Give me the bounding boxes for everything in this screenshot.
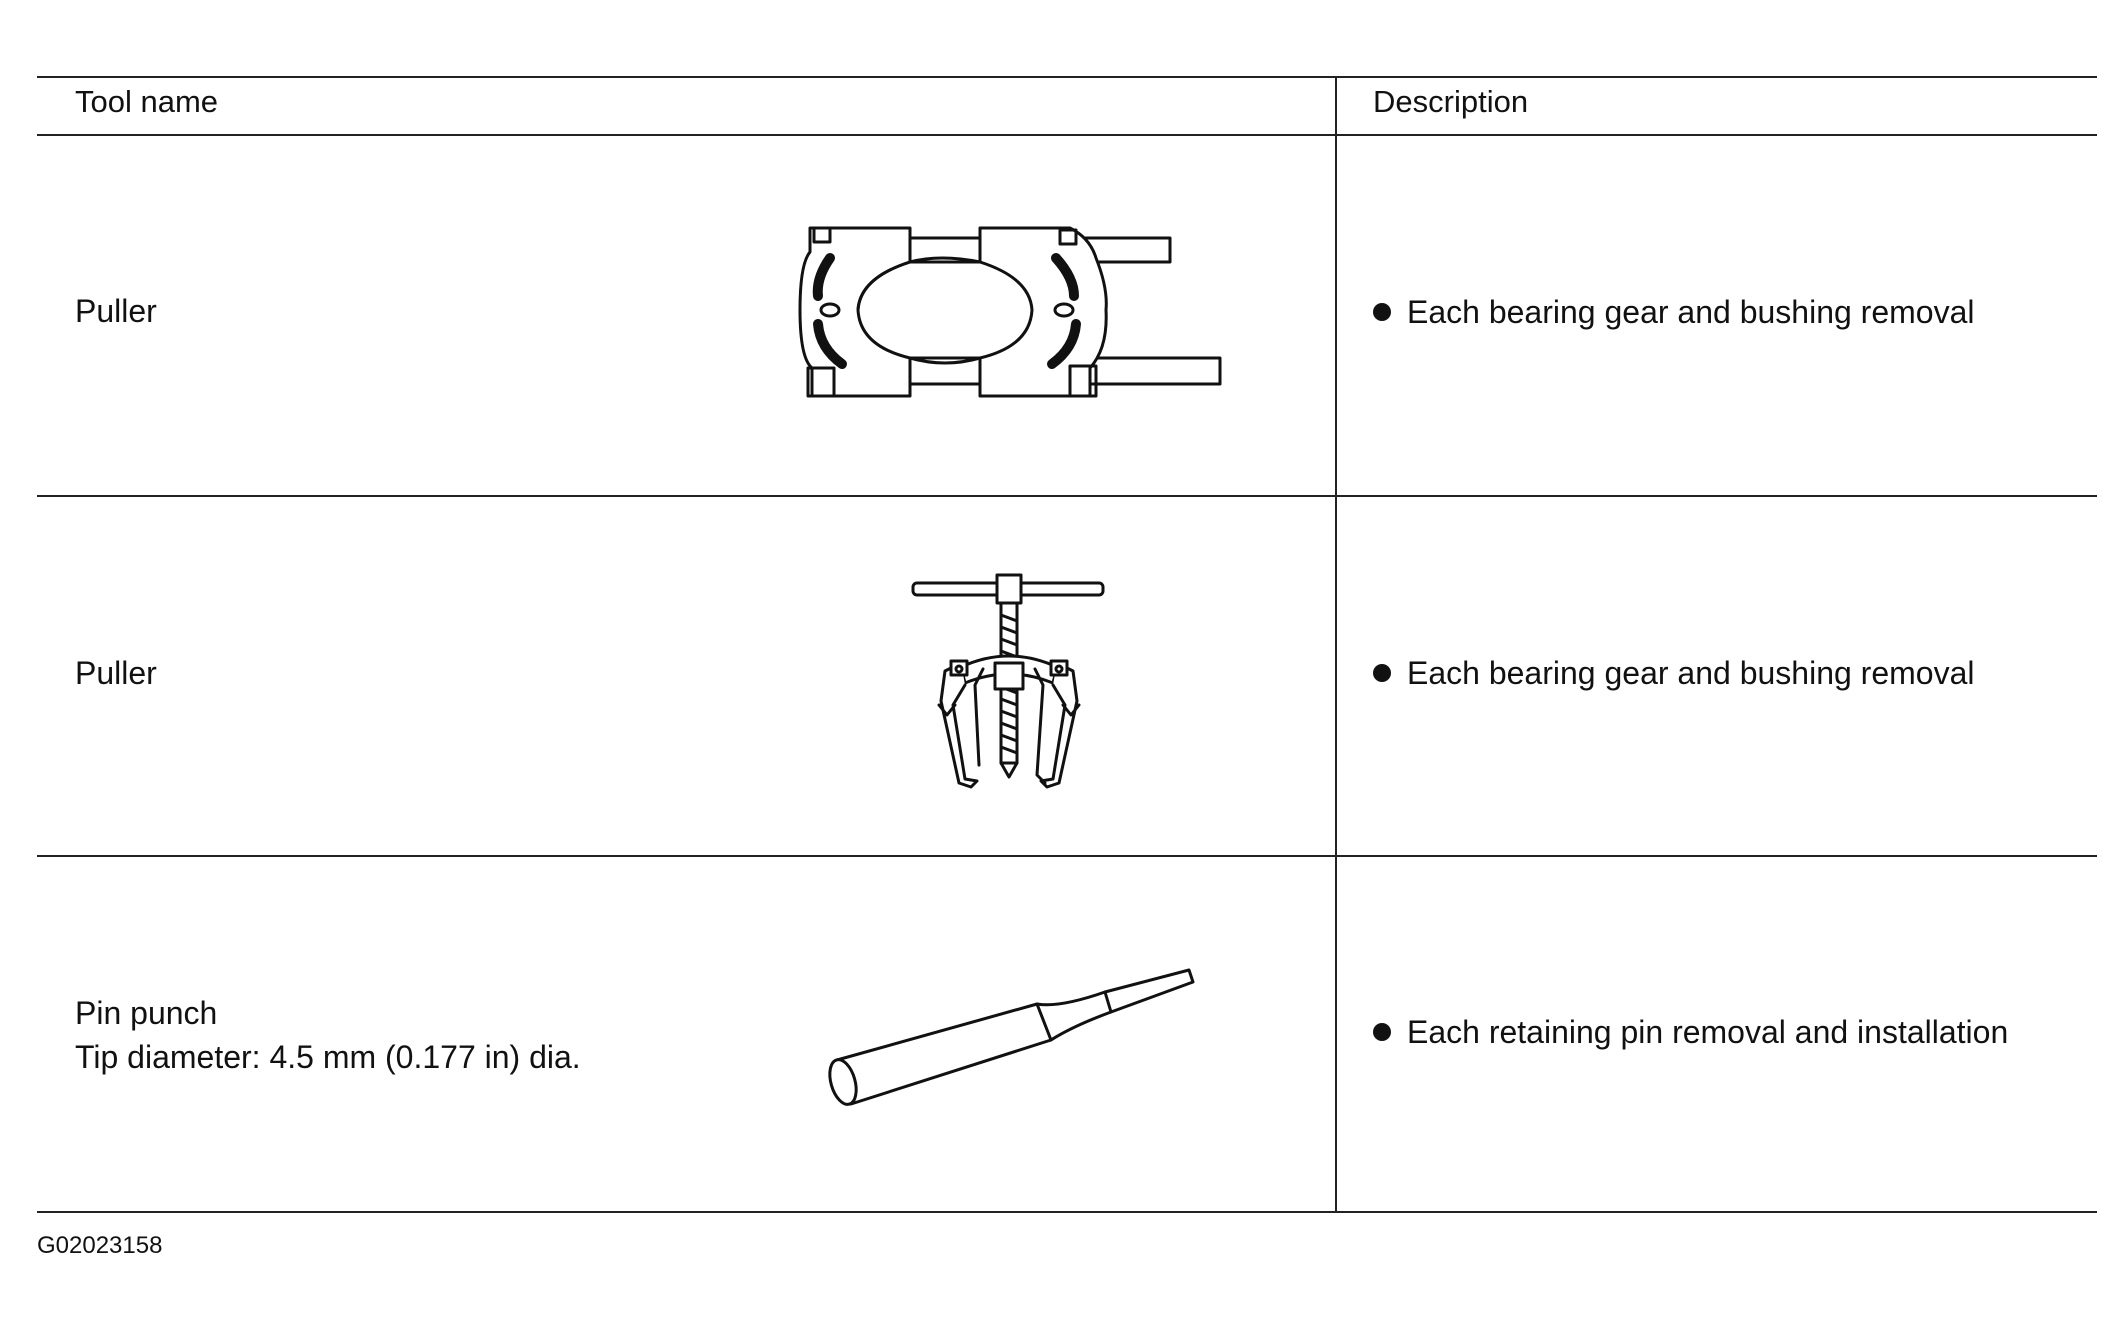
- tool-name-cell: Puller: [75, 289, 157, 333]
- description-cell: Each retaining pin removal and installat…: [1373, 1012, 2008, 1052]
- description-cell: Each bearing gear and bushing removal: [1373, 653, 1974, 693]
- tool-name: Pin punch: [75, 995, 218, 1031]
- tool-name-cell: Puller: [75, 651, 157, 695]
- header-tool-name: Tool name: [75, 84, 219, 119]
- bullet-icon: [1373, 664, 1391, 682]
- table-bottom-rule: [37, 1211, 2097, 1213]
- tool-spec: Tip diameter: 4.5 mm (0.177 in) dia.: [75, 1039, 581, 1075]
- pin-punch-icon: [815, 968, 1215, 1113]
- tool-name-cell: Pin punch Tip diameter: 4.5 mm (0.177 in…: [75, 991, 581, 1079]
- description-text: Each bearing gear and bushing removal: [1407, 294, 1975, 330]
- split-bearing-puller-icon: [790, 218, 1230, 408]
- column-divider: [1335, 78, 1337, 1211]
- row-divider: [37, 855, 2097, 857]
- header-description: Description: [1373, 84, 1529, 119]
- figure-id: G02023158: [37, 1232, 163, 1259]
- jaw-puller-icon: [905, 565, 1115, 805]
- tool-name: Puller: [75, 293, 157, 329]
- table-top-rule: [37, 76, 2097, 78]
- header-bottom-rule: [37, 134, 2097, 136]
- bullet-icon: [1373, 303, 1391, 321]
- bullet-icon: [1373, 1023, 1391, 1041]
- description-cell: Each bearing gear and bushing removal: [1373, 292, 1974, 332]
- tool-name: Puller: [75, 655, 157, 691]
- row-divider: [37, 495, 2097, 497]
- description-text: Each retaining pin removal and installat…: [1407, 1014, 2009, 1050]
- description-text: Each bearing gear and bushing removal: [1407, 655, 1975, 691]
